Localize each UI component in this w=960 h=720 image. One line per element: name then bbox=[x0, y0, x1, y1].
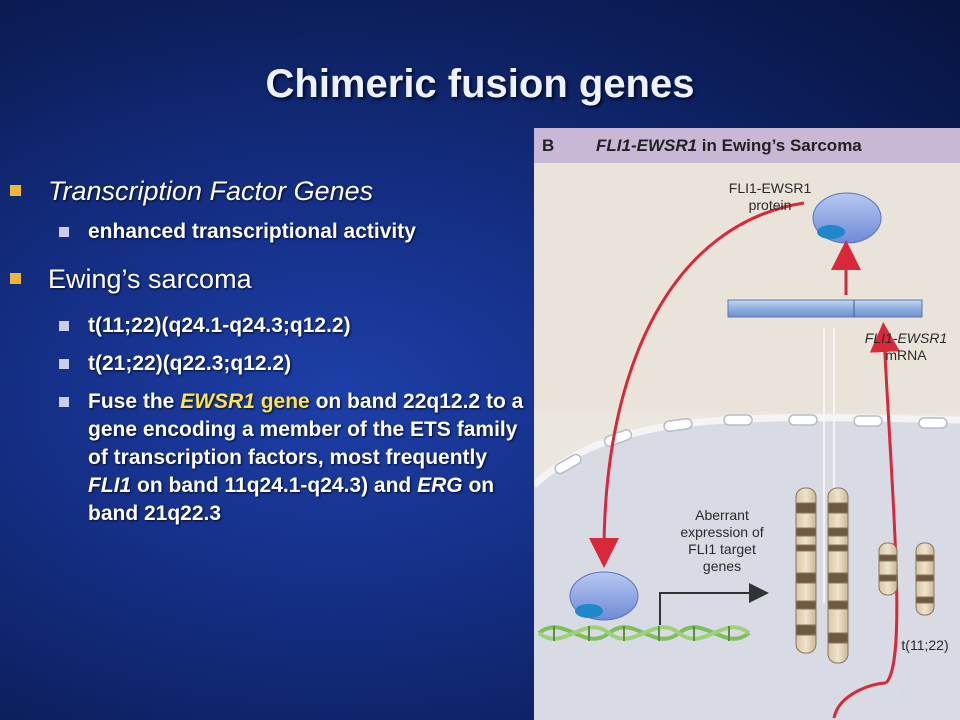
cytoplasm-region bbox=[534, 163, 960, 413]
protein-label-line1: FLI1-EWSR1 bbox=[728, 180, 812, 196]
aberrant-line3: FLI1 target bbox=[688, 541, 756, 557]
bullet-list: Transcription Factor Genes enhanced tran… bbox=[10, 174, 530, 528]
sub-bullet-marker bbox=[59, 227, 69, 237]
bullet-text: Transcription Factor Genes bbox=[48, 176, 374, 206]
figure-illustration bbox=[534, 163, 960, 720]
caption-gene: FLI1-EWSR1 bbox=[596, 136, 698, 155]
bullet-marker bbox=[10, 273, 21, 284]
nuclear-import-arrow bbox=[589, 201, 805, 568]
sub-bullet-ewsr1-fusion: Fuse the EWSR1 gene on band 22q12.2 to a… bbox=[10, 388, 530, 528]
dna-helix bbox=[537, 625, 751, 641]
text-run: Fuse the bbox=[88, 390, 181, 413]
dna-bound-protein-shape bbox=[569, 571, 639, 621]
chromosome-22 bbox=[878, 542, 898, 596]
sub-bullet-marker bbox=[59, 321, 69, 331]
sub-bullet-text: t(11;22)(q24.1-q24.3;q12.2) bbox=[88, 314, 351, 337]
panel-letter: B bbox=[542, 136, 555, 155]
gene-name-ewsr1: EWSR1 bbox=[180, 390, 255, 413]
bullet-transcription-factor-genes: Transcription Factor Genes bbox=[10, 174, 530, 208]
bullet-marker bbox=[10, 185, 21, 196]
aberrant-line2: expression of bbox=[680, 524, 764, 540]
sub-bullet-translocation-21-22: t(21;22)(q22.3;q12.2) bbox=[10, 350, 530, 378]
text-run: on band 11q24.1-q24.3) and bbox=[131, 474, 418, 497]
aberrant-expression-label: Aberrant expression of FLI1 target genes bbox=[662, 507, 782, 575]
sub-bullet-text: enhanced transcriptional activity bbox=[88, 220, 416, 243]
sub-bullet-marker bbox=[59, 397, 69, 407]
chromosome-11-derivative bbox=[827, 487, 849, 664]
mrna-label-line1: FLI1-EWSR1 bbox=[864, 330, 948, 346]
sub-bullet-text: t(21;22)(q22.3;q12.2) bbox=[88, 352, 292, 375]
fli1-ewsr1-figure: B FLI1-EWSR1 in Ewing’s Sarcoma bbox=[534, 128, 960, 720]
caption-rest: in Ewing’s Sarcoma bbox=[697, 136, 862, 155]
figure-header: B FLI1-EWSR1 in Ewing’s Sarcoma bbox=[534, 128, 960, 163]
transcription-arrow-base bbox=[832, 681, 887, 719]
mrna-label: FLI1-EWSR1 mRNA bbox=[852, 330, 960, 364]
sub-bullet-translocation-11-22: t(11;22)(q24.1-q24.3;q12.2) bbox=[10, 312, 530, 340]
figure-caption: FLI1-EWSR1 in Ewing’s Sarcoma bbox=[596, 136, 862, 156]
protein-label-line2: protein bbox=[748, 197, 792, 213]
bullet-ewings-sarcoma: Ewing’s sarcoma bbox=[10, 262, 530, 296]
page-number: 11 bbox=[886, 682, 901, 698]
gene-name-erg: ERG bbox=[417, 474, 463, 497]
sub-bullet-enhanced-activity: enhanced transcriptional activity bbox=[10, 218, 530, 246]
gene-expression-arrow bbox=[659, 583, 769, 625]
text-run: on band 21q22.3 bbox=[88, 474, 495, 525]
text-run: on band 22q12.2 to a gene encoding a mem… bbox=[88, 390, 524, 469]
aberrant-line1: Aberrant bbox=[695, 507, 749, 523]
fusion-mrna-bar bbox=[727, 299, 923, 318]
slide-title: Chimeric fusion genes bbox=[265, 62, 695, 106]
gene-name-fli1: FLI1 bbox=[88, 474, 132, 497]
nuclear-pores bbox=[554, 414, 948, 475]
nucleus-region bbox=[534, 415, 960, 720]
bullet-text: Ewing’s sarcoma bbox=[48, 264, 252, 294]
aberrant-line4: genes bbox=[702, 558, 742, 574]
protein-label: FLI1-EWSR1 protein bbox=[710, 180, 830, 214]
translocation-label: t(11;22) bbox=[901, 637, 949, 653]
chromosome-22-derivative bbox=[915, 542, 935, 616]
sub-bullet-marker bbox=[59, 359, 69, 369]
chromosome-11 bbox=[795, 487, 817, 654]
text-run-highlight: gene bbox=[254, 390, 310, 413]
mrna-label-line2: mRNA bbox=[885, 347, 927, 363]
